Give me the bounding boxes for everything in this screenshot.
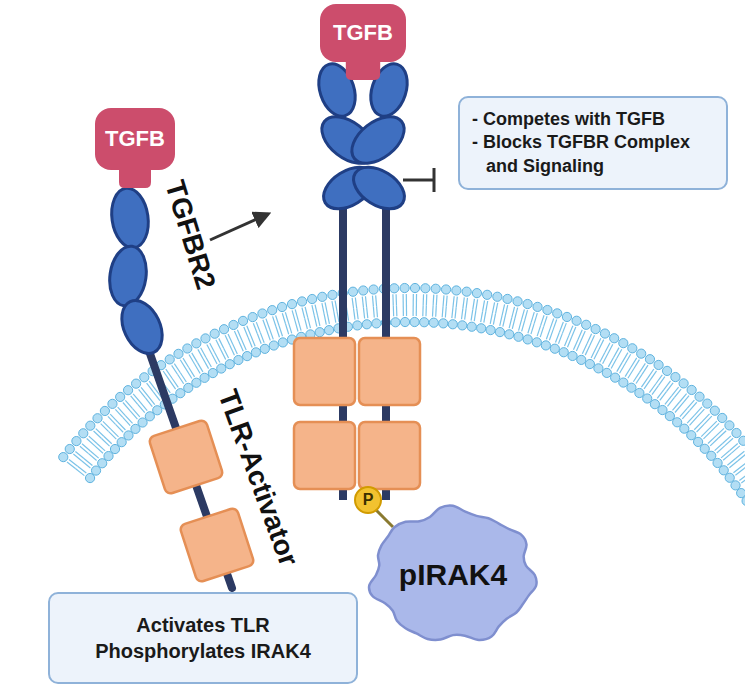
node-label: TGFB: [105, 126, 165, 152]
note-text: Phosphorylates IRAK4: [62, 638, 344, 664]
transition-arrow: [210, 214, 268, 240]
phosphate-link: [374, 508, 393, 527]
phosphate-circle: P: [354, 486, 382, 514]
ligand-shape: TGFB: [95, 108, 175, 170]
node-label: pIRAK4: [399, 558, 507, 592]
receptor-name: TGFBR2: [158, 177, 221, 293]
note-text: - Competes with TGFB: [472, 108, 714, 131]
node-label: P: [363, 491, 374, 509]
node-label: TGFB: [333, 20, 393, 46]
note-text: Activates TLR: [62, 612, 344, 638]
note-box: - Competes with TGFB- Blocks TGFBR Compl…: [458, 96, 728, 190]
note-box: Activates TLRPhosphorylates IRAK4: [48, 592, 358, 684]
protein-blob: pIRAK4: [362, 500, 544, 650]
ligand-shape: TGFB: [320, 4, 406, 62]
domain-name: TLR-Activator: [211, 386, 304, 571]
note-text: - Blocks TGFBR Complex and Signaling: [472, 131, 714, 178]
inhibition-line: [403, 168, 434, 192]
receptor-dimer: [294, 59, 420, 500]
